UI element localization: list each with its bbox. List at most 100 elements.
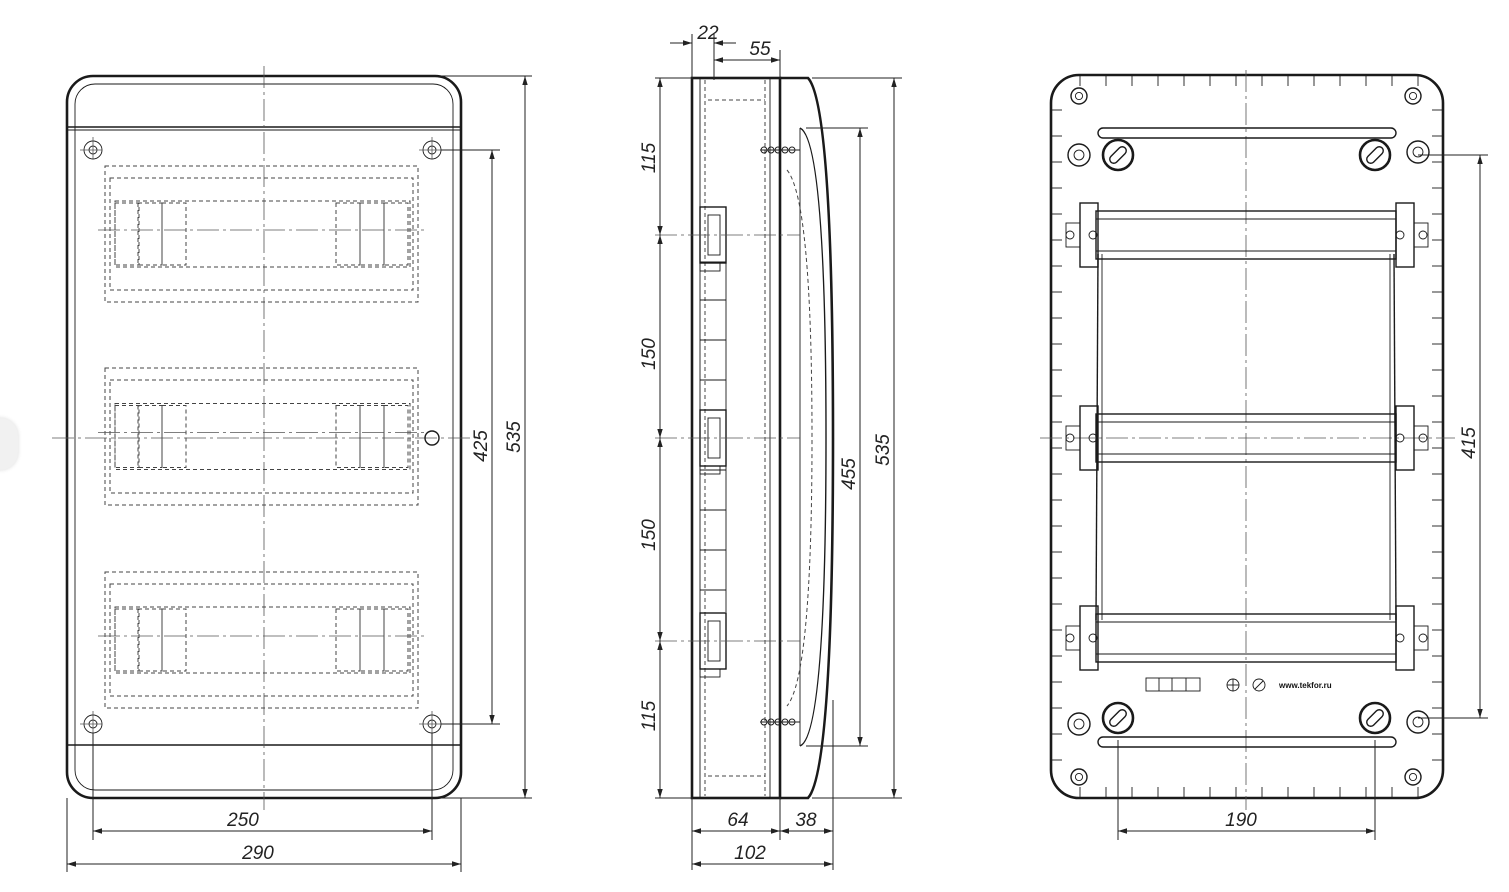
side-view: 22 55 115 150 150 115 455: [639, 23, 902, 870]
dim-label-102: 102: [734, 843, 766, 864]
breaker-outline: [359, 608, 385, 672]
door-latch-icon: [424, 430, 440, 446]
side-screw-icon: [760, 146, 800, 154]
side-dimension-535: 535: [812, 77, 902, 799]
back-outline: [1049, 73, 1445, 800]
breaker-outline: [137, 608, 163, 672]
dim-label-290: 290: [241, 843, 274, 864]
module-row-frame: [104, 165, 419, 303]
breaker-outline: [383, 202, 409, 266]
keyhole-icon: [1358, 138, 1392, 172]
keyhole-icon: [1358, 701, 1392, 735]
side-dimension-22: 22: [670, 23, 736, 80]
rail-screw-icon: [1418, 433, 1428, 443]
breaker-outline: [137, 405, 163, 468]
side-dimension-55: 55: [714, 39, 781, 78]
rail-screw-icon: [1088, 230, 1098, 240]
rail-clamp-right: [1395, 605, 1415, 671]
rail-screw-icon: [1395, 433, 1405, 443]
rail-screw-icon: [1065, 433, 1075, 443]
breaker-outline: [114, 405, 140, 468]
rail-screw-icon: [1418, 633, 1428, 643]
side-rail-profile: [699, 409, 727, 475]
front-mounting-holes: [80, 137, 445, 737]
rail-screw-icon: [1395, 230, 1405, 240]
back-din-rail: [1065, 605, 1429, 671]
front-dimension-290: 290: [66, 798, 462, 872]
din-rail-outline: [114, 403, 411, 470]
side-dimension-pitches: 115 150 150 115: [639, 77, 692, 799]
rail-clamp-right: [1395, 202, 1415, 268]
dim-label-415: 415: [1459, 427, 1480, 459]
back-edge-ticks: [1051, 75, 1443, 798]
rail-screw-icon: [1065, 633, 1075, 643]
front-view: 250 290 425 535: [52, 66, 532, 872]
back-top-slot: [1097, 127, 1397, 139]
dim-label-150-b: 150: [639, 519, 660, 551]
dim-label-22: 22: [696, 23, 719, 44]
back-dimension-415: 415: [1418, 154, 1488, 719]
side-screw-icon: [760, 718, 800, 726]
dim-label-64: 64: [727, 810, 748, 831]
screw-hole-icon: [1406, 710, 1430, 734]
side-rail-profile: [699, 206, 727, 272]
breaker-outline: [335, 405, 361, 468]
mount-hole-icon: [80, 137, 106, 163]
screw-hole-icon: [1070, 87, 1088, 105]
dim-label-455: 455: [839, 458, 860, 490]
breaker-outline: [137, 202, 163, 266]
breaker-outline: [359, 202, 385, 266]
front-module-row: [98, 165, 428, 303]
back-view: www.tekfor.ru 190 415: [1040, 70, 1488, 840]
carousel-prev-tab[interactable]: [0, 418, 18, 470]
label-box: [1145, 677, 1201, 692]
back-label-url: www.tekfor.ru: [1278, 681, 1332, 690]
front-dimension-425: 425: [441, 149, 500, 725]
back-bottom-slot: [1097, 736, 1397, 748]
dim-label-115-top: 115: [639, 142, 660, 173]
rail-screw-icon: [1395, 633, 1405, 643]
back-mounting-holes: [1067, 87, 1430, 786]
dim-label-190: 190: [1225, 810, 1257, 831]
back-dimension-190: 190: [1117, 740, 1376, 840]
back-din-rail: [1065, 202, 1429, 268]
mount-hole-icon: [80, 711, 106, 737]
no-symbol-icon: [1252, 678, 1266, 692]
rail-screw-icon: [1065, 230, 1075, 240]
side-dimension-depths: 64 38 102: [691, 700, 834, 870]
side-rail-profile: [699, 612, 727, 678]
keyhole-icon: [1101, 701, 1135, 735]
dim-label-535-side: 535: [873, 434, 894, 466]
breaker-outline: [114, 202, 140, 266]
front-module-rows: [98, 165, 428, 709]
dim-label-115-bottom: 115: [639, 700, 660, 731]
breaker-outline: [114, 608, 140, 672]
module-row-frame: [104, 367, 419, 506]
breaker-outline: [335, 202, 361, 266]
screw-hole-icon: [1067, 143, 1091, 167]
breaker-outline: [161, 405, 187, 468]
rail-screw-icon: [1088, 633, 1098, 643]
front-module-row: [98, 367, 428, 506]
dim-label-425: 425: [471, 430, 492, 462]
back-label-strip: www.tekfor.ru: [1145, 677, 1332, 692]
breaker-outline: [161, 202, 187, 266]
dim-label-250: 250: [226, 810, 259, 831]
side-din-rails: [699, 146, 800, 726]
breaker-outline: [383, 608, 409, 672]
dim-label-55: 55: [749, 39, 771, 60]
breaker-outline: [161, 608, 187, 672]
back-din-rail: [1065, 405, 1429, 471]
dim-label-38: 38: [795, 810, 817, 831]
din-rail-outline: [114, 200, 411, 268]
side-door-inner: [799, 127, 827, 747]
screw-hole-icon: [1406, 140, 1430, 164]
front-dimension-250: 250: [92, 733, 433, 840]
rail-screw-icon: [1418, 230, 1428, 240]
front-dimension-535: 535: [440, 75, 532, 799]
din-rail-outline: [114, 606, 411, 674]
dim-label-150-a: 150: [639, 338, 660, 370]
screw-hole-icon: [1067, 712, 1091, 736]
screw-hole-icon: [1070, 768, 1088, 786]
